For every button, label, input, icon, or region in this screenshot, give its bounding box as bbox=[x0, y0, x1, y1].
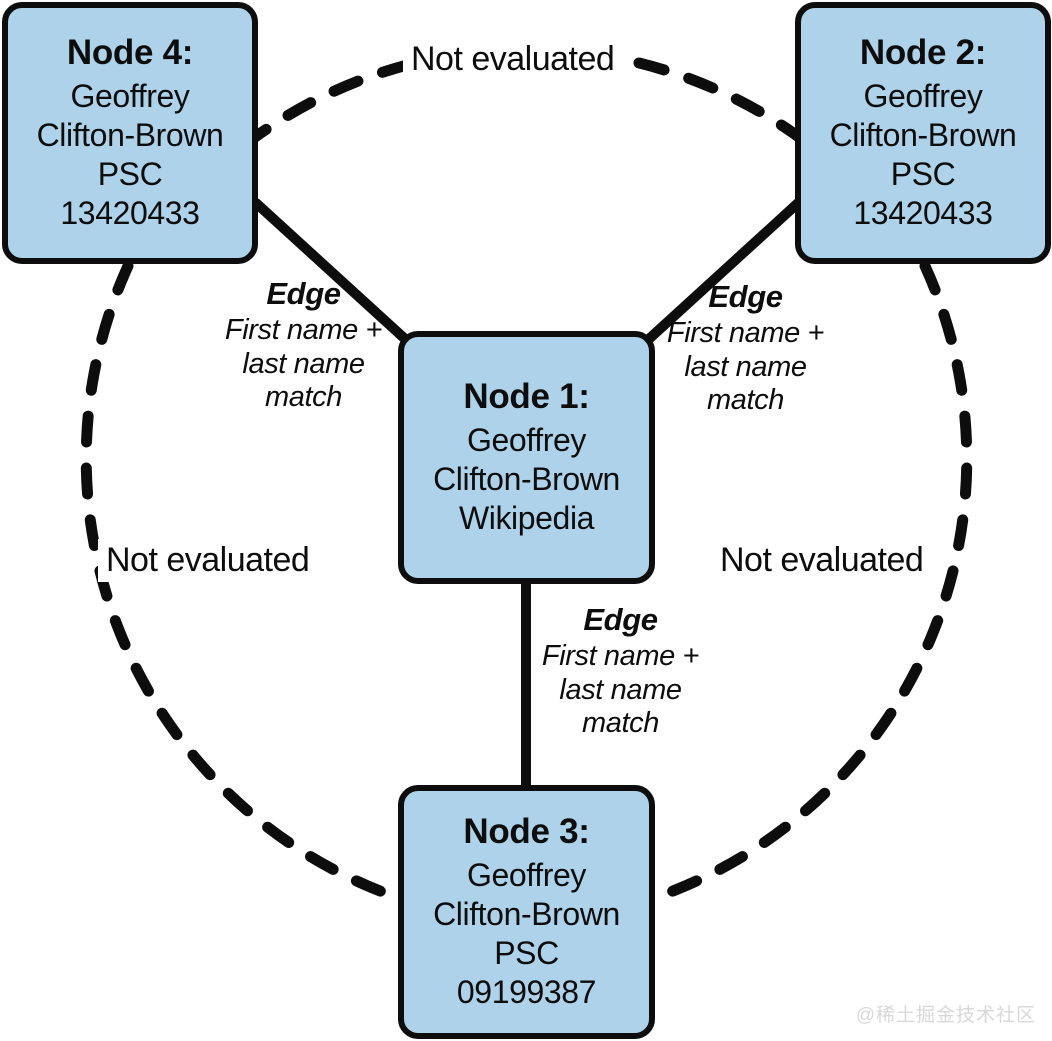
node-4-title: Node 4: bbox=[66, 33, 194, 73]
watermark: @稀土掘金技术社区 bbox=[855, 1005, 1036, 1026]
node-4-identifier: 13420433 bbox=[60, 194, 200, 231]
dashed-arc-node2-node3 bbox=[651, 260, 973, 903]
node-1-first-name: Geoffrey bbox=[467, 421, 586, 458]
edge-label-node1-node3-line2: last name bbox=[559, 673, 682, 706]
node-3-identifier: 09199387 bbox=[456, 973, 597, 1010]
node-4-last-name: Clifton-Brown bbox=[36, 116, 224, 153]
node-2-identifier: 13420433 bbox=[853, 194, 993, 231]
node-1[interactable]: Node 1: Geoffrey Clifton-Brown Wikipedia bbox=[398, 331, 655, 584]
node-2-title: Node 2: bbox=[859, 33, 987, 73]
node-2-first-name: Geoffrey bbox=[863, 77, 983, 114]
node-4-first-name: Geoffrey bbox=[70, 77, 190, 114]
node-1-source: Wikipedia bbox=[458, 499, 595, 536]
node-3-title: Node 3: bbox=[463, 812, 590, 852]
dashed-arc-node4-node3 bbox=[80, 260, 402, 903]
edge-label-node2-node1: Edge First name + last name match bbox=[648, 279, 843, 418]
edge-label-node2-node1-kind: Edge bbox=[708, 279, 783, 314]
edge-label-node1-node3: Edge First name + last name match bbox=[523, 602, 718, 741]
edge-label-node1-node3-kind: Edge bbox=[583, 602, 658, 637]
node-1-last-name: Clifton-Brown bbox=[433, 460, 620, 497]
edge-label-node2-node1-line1: First name + bbox=[666, 316, 825, 349]
edge-label-node4-node1-kind: Edge bbox=[266, 276, 341, 311]
arc-label-node2-node3: Not evaluated bbox=[712, 539, 932, 582]
node-3-first-name: Geoffrey bbox=[467, 856, 586, 893]
node-1-title: Node 1: bbox=[463, 377, 590, 417]
edge-label-node4-node1: Edge First name + last name match bbox=[206, 276, 401, 415]
node-2-last-name: Clifton-Brown bbox=[829, 116, 1017, 153]
arc-label-node4-node2: Not evaluated bbox=[403, 38, 623, 81]
node-4-source: PSC bbox=[97, 155, 163, 192]
node-3-last-name: Clifton-Brown bbox=[433, 895, 620, 932]
edge-label-node4-node1-line3: match bbox=[265, 381, 342, 414]
edge-label-node4-node1-line2: last name bbox=[242, 347, 365, 380]
node-3-source: PSC bbox=[494, 934, 559, 971]
edge-label-node1-node3-line3: match bbox=[582, 707, 659, 740]
solid-edge-node4-node1 bbox=[251, 198, 409, 343]
edge-label-node2-node1-line2: last name bbox=[684, 350, 807, 383]
edge-label-node1-node3-line1: First name + bbox=[541, 639, 700, 672]
node-2[interactable]: Node 2: Geoffrey Clifton-Brown PSC 13420… bbox=[795, 2, 1051, 264]
node-2-source: PSC bbox=[890, 155, 956, 192]
edge-label-node4-node1-line1: First name + bbox=[224, 313, 383, 346]
edge-label-node2-node1-line3: match bbox=[707, 384, 784, 417]
node-4[interactable]: Node 4: Geoffrey Clifton-Brown PSC 13420… bbox=[2, 2, 258, 264]
solid-edge-node2-node1 bbox=[645, 198, 803, 343]
arc-label-node4-node3: Not evaluated bbox=[98, 539, 318, 582]
node-3[interactable]: Node 3: Geoffrey Clifton-Brown PSC 09199… bbox=[398, 785, 655, 1039]
